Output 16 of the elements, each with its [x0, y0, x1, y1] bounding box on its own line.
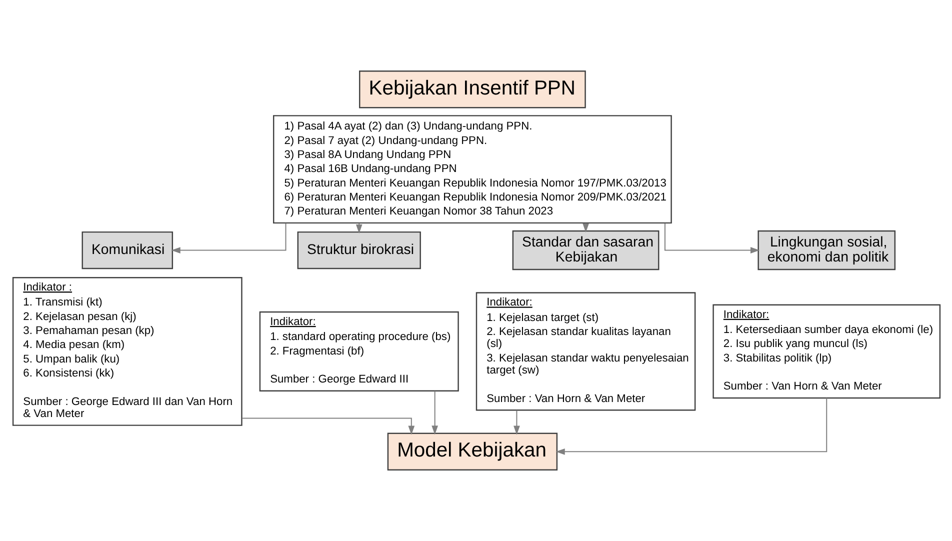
arrow	[664, 223, 760, 254]
node-box: Indikator : 1. Transmisi (kt) 2. Kejelasan pesan (kj) 3. Pemahaman pesan (kp) 4. Media pesan (km) 5. Umpan balik (ku) 6. Konsistensi (kk) Sumber : George Edward III dan Van Horn & Van Meter	[12, 276, 242, 426]
node-box: Komunikasi	[81, 231, 173, 270]
arrow	[513, 410, 520, 435]
node-box: Indikator: 1. Kejelasan target (st) 2. Kejelasan standar kualitas layanan (sl) 3. Kejelasan standar waktu penyelesaian target (sw) Sumber : Van Horn & Van Meter	[475, 292, 696, 411]
node-box: Indikator: 1. Ketersediaan sumber daya ekonomi (le) 2. Isu publik yang muncul (ls) 3. Stabilitas politik (lp) Sumber : Van Horn & Van Meter	[712, 304, 940, 399]
node-box: Model Kebijakan	[386, 432, 558, 470]
node-box: Lingkungan sosial, ekonomi dan politik	[757, 230, 896, 270]
node-box: Standar dan sasaran Kebijakan	[512, 230, 659, 270]
arrow	[431, 391, 438, 435]
node-box: Struktur birokrasi	[296, 231, 420, 270]
arrow	[170, 223, 286, 254]
node-box: Indikator: 1. standard operating procedure (bs) 2. Fragmentasi (bf) Sumber : George Edward III	[258, 311, 458, 392]
node-box: Kebijakan Insentif PPN	[358, 70, 586, 108]
arrow	[555, 398, 827, 455]
arrow	[242, 418, 414, 435]
